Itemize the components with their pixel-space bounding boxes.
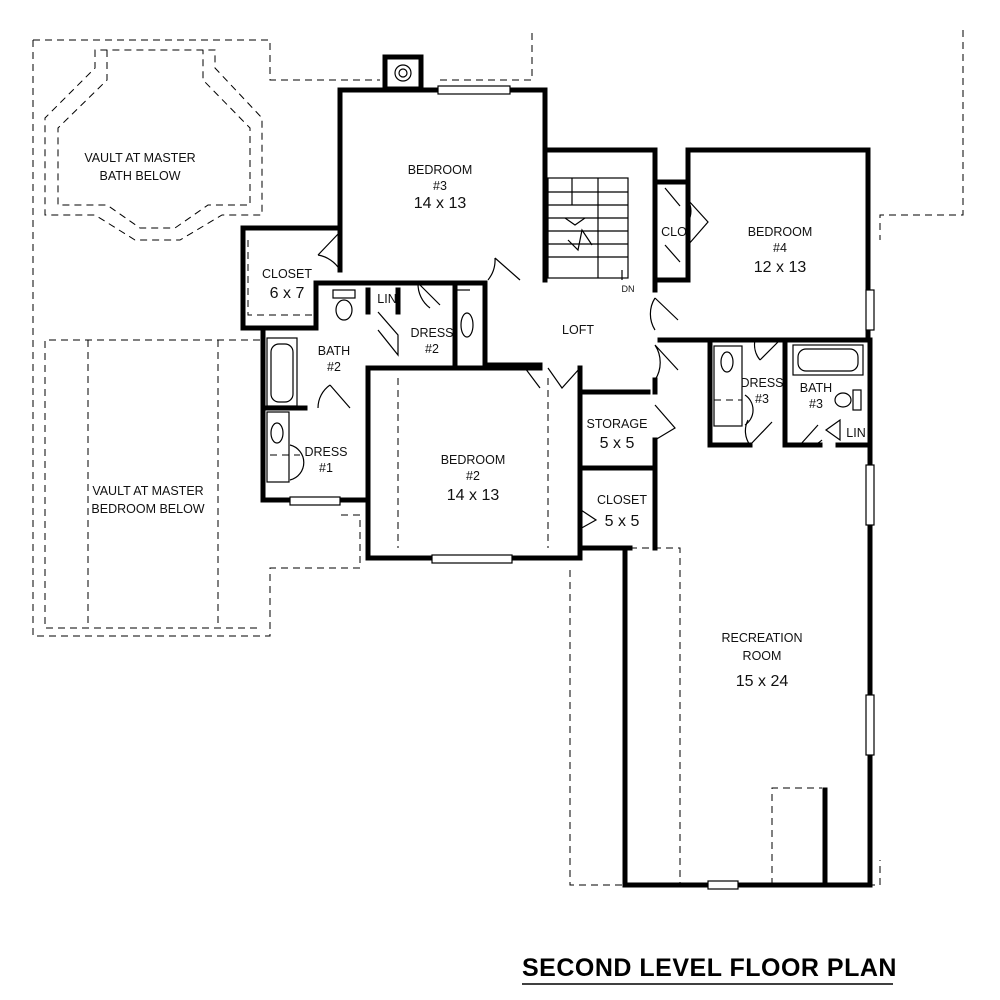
bedroom2-name: BEDROOM	[441, 453, 506, 467]
vault-bath-line1: VAULT AT MASTER	[84, 151, 195, 165]
bedroom4-name: BEDROOM	[748, 225, 813, 239]
bath3-num: #3	[809, 397, 823, 411]
vault-bedroom-outline	[87, 340, 219, 628]
bath3-name: BATH	[800, 381, 832, 395]
walls	[240, 87, 873, 888]
vault-bedroom-line1: VAULT AT MASTER	[92, 484, 203, 498]
closet-small-size: 5 x 5	[605, 513, 640, 530]
storage-size: 5 x 5	[600, 435, 635, 452]
closet-main-size: 6 x 7	[270, 285, 305, 302]
windows	[289, 85, 875, 890]
plan-title: SECOND LEVEL FLOOR PLAN	[522, 954, 897, 985]
stairs-dn-label: DN	[622, 284, 635, 294]
clo-name: CLO	[661, 225, 687, 239]
bedroom3-size: 14 x 13	[414, 195, 467, 212]
bedroom2-size: 14 x 13	[447, 487, 500, 504]
bedroom3-name: BEDROOM	[408, 163, 473, 177]
recreation-size: 15 x 24	[736, 673, 789, 690]
recreation-name2: ROOM	[743, 649, 782, 663]
bedroom4-size: 12 x 13	[754, 259, 807, 276]
lin2-name: LIN	[846, 426, 865, 440]
lin1-name: LIN	[377, 292, 396, 306]
vault-bath-line2: BATH BELOW	[99, 169, 180, 183]
bath2-num: #2	[327, 360, 341, 374]
staircase	[547, 177, 629, 280]
dress2-name: DRESS	[410, 326, 453, 340]
fixtures	[266, 289, 864, 483]
bath2-name: BATH	[318, 344, 350, 358]
bedroom2-num: #2	[466, 469, 480, 483]
labels: VAULT AT MASTER BATH BELOW VAULT AT MAST…	[84, 151, 865, 690]
bedroom4-num: #4	[773, 241, 787, 255]
roof-outline	[32, 30, 964, 886]
recreation-name: RECREATION	[721, 631, 802, 645]
doors	[317, 187, 823, 531]
vault-bath-outline	[44, 49, 263, 241]
loft-name: LOFT	[562, 323, 594, 337]
closet-small-name: CLOSET	[597, 493, 647, 507]
dress1-name: DRESS	[304, 445, 347, 459]
chimney	[382, 54, 424, 92]
plan-title-text: SECOND LEVEL FLOOR PLAN	[522, 954, 897, 982]
closet-main-name: CLOSET	[262, 267, 312, 281]
bedroom3-num: #3	[433, 179, 447, 193]
storage-name: STORAGE	[587, 417, 648, 431]
dress3-name: DRESS	[740, 376, 783, 390]
vault-bedroom-line2: BEDROOM BELOW	[91, 502, 204, 516]
interior-dashes	[247, 240, 742, 548]
dress3-num: #3	[755, 392, 769, 406]
dress1-num: #1	[319, 461, 333, 475]
dress2-num: #2	[425, 342, 439, 356]
